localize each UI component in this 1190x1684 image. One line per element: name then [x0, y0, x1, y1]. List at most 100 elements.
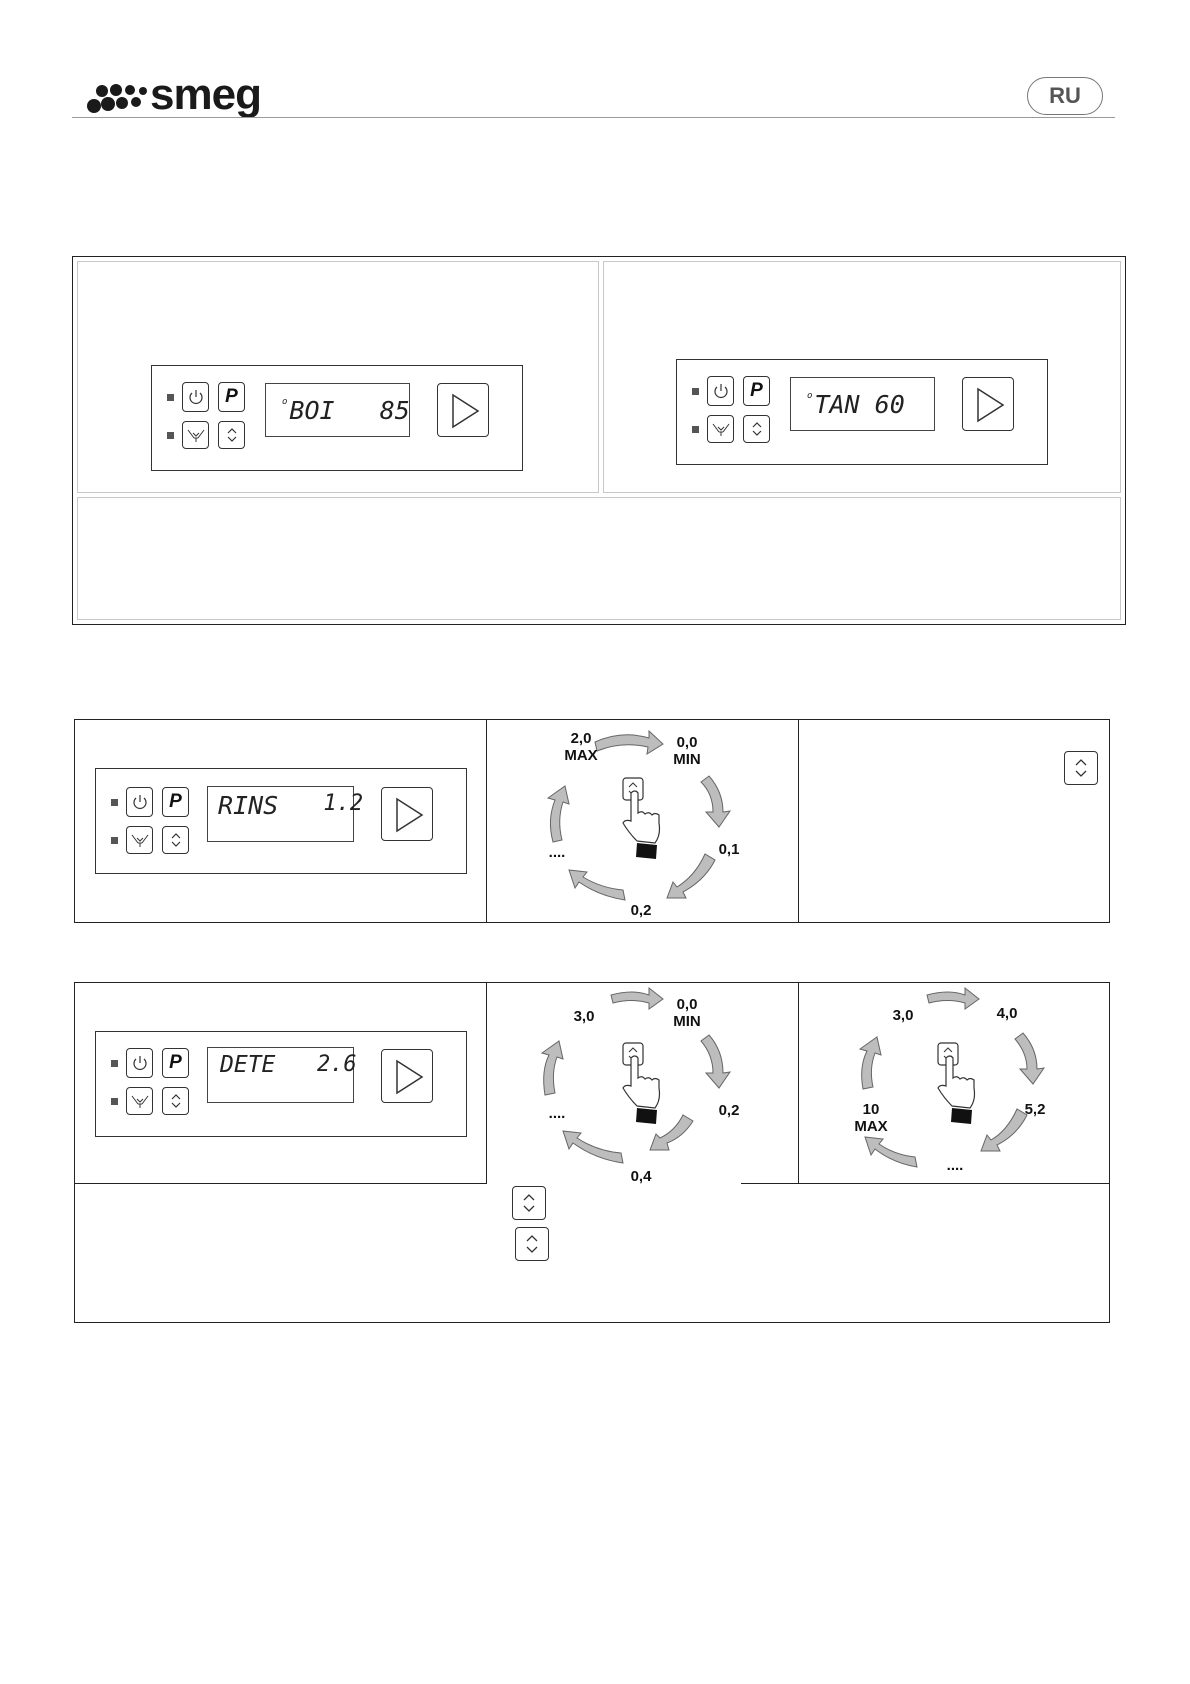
play-icon — [452, 393, 480, 429]
drain-button[interactable] — [126, 1087, 153, 1115]
program-button[interactable]: P — [743, 376, 770, 406]
indicator-led — [111, 1060, 118, 1067]
program-button[interactable]: P — [162, 787, 189, 817]
hand-pointer-icon — [615, 1040, 675, 1135]
display-label: BOI — [289, 395, 335, 425]
power-icon — [132, 1056, 147, 1070]
label-ellipsis: .... — [946, 1157, 964, 1174]
label-start: 3,0 — [573, 1008, 595, 1025]
display-value: 2.6 — [316, 1052, 357, 1077]
detergent-cycle-diagram-2: 3,0 4,0 5,2 .... 10 MAX — [799, 983, 1109, 1183]
power-icon — [188, 390, 203, 404]
brand-name: smeg — [150, 70, 262, 119]
label-step-1: 0,2 — [718, 1102, 740, 1119]
power-button[interactable] — [182, 382, 209, 412]
label-step-2: 0,2 — [630, 902, 652, 919]
drain-button[interactable] — [126, 826, 153, 854]
control-panel-rinse: P RINS 1.2 — [95, 768, 467, 874]
indicator-led — [167, 394, 174, 401]
indicator-led — [167, 432, 174, 439]
display-label: RINS — [218, 791, 279, 820]
display-value: 60 — [874, 389, 905, 419]
label-ellipsis: .... — [548, 1105, 566, 1122]
drain-icon — [712, 423, 729, 436]
detergent-cycle-diagram-1: 3,0 0,0 MIN 0,2 0,4 .... — [487, 983, 741, 1185]
hand-pointer-icon — [615, 775, 675, 870]
up-down-button[interactable] — [218, 421, 245, 449]
control-panel-detergent: P DETE 2.6 — [95, 1031, 467, 1137]
label-min: 0,0 MIN — [673, 734, 701, 768]
label-step-1: 0,1 — [718, 841, 740, 858]
start-button[interactable] — [381, 1049, 433, 1103]
indicator-led — [111, 1098, 118, 1105]
play-icon — [396, 797, 424, 833]
start-button[interactable] — [437, 383, 489, 437]
label-step-1: 4,0 — [996, 1005, 1018, 1022]
up-down-icon — [171, 1094, 180, 1108]
up-down-icon — [1075, 759, 1087, 777]
divider — [798, 982, 799, 1184]
divider — [486, 982, 487, 1184]
lcd-display: DETE 2.6 — [207, 1047, 357, 1103]
up-down-icon — [523, 1194, 535, 1212]
table-temperature — [72, 256, 1126, 625]
up-down-icon — [171, 833, 180, 847]
language-badge: RU — [1027, 77, 1103, 115]
cell-notes — [77, 497, 1121, 620]
indicator-led — [111, 799, 118, 806]
smeg-logo: smeg — [86, 70, 286, 122]
lcd-display: RINS 1.2 — [207, 786, 363, 842]
power-button[interactable] — [126, 787, 153, 817]
up-down-icon — [752, 422, 761, 436]
up-down-key-reference — [1064, 751, 1098, 785]
label-step-2: 0,4 — [630, 1168, 652, 1185]
rinse-cycle-diagram: 2,0 MAX 0,0 MIN 0,1 0,2 .... — [487, 720, 797, 922]
cycle-arrows-icon — [540, 986, 732, 1164]
up-down-icon — [526, 1235, 538, 1253]
up-down-icon — [227, 428, 236, 442]
drain-button[interactable] — [182, 421, 209, 449]
power-icon — [132, 795, 147, 809]
cycle-arrows-icon — [546, 729, 732, 901]
drain-button[interactable] — [707, 415, 734, 443]
degree-icon: o — [282, 397, 288, 407]
divider — [74, 1183, 487, 1184]
label-ellipsis: .... — [548, 844, 566, 861]
program-button[interactable]: P — [218, 382, 245, 412]
display-label: DETE — [220, 1052, 276, 1078]
start-button[interactable] — [381, 787, 433, 841]
divider — [798, 719, 799, 923]
label-start: 3,0 — [892, 1007, 914, 1024]
up-down-button[interactable] — [162, 1087, 189, 1115]
label-min: 0,0 MIN — [673, 996, 701, 1030]
start-button[interactable] — [962, 377, 1014, 431]
drain-icon — [131, 1095, 148, 1108]
up-down-button[interactable] — [743, 415, 770, 443]
cell-tank — [603, 261, 1121, 493]
table-detergent — [74, 982, 1110, 1323]
logo-dots-icon — [87, 84, 147, 113]
divider — [741, 1183, 1110, 1184]
display-value: 85 — [379, 395, 410, 425]
power-button[interactable] — [707, 376, 734, 406]
up-down-button[interactable] — [162, 826, 189, 854]
up-down-key-reference — [515, 1227, 549, 1261]
label-max: 10 MAX — [854, 1101, 888, 1135]
up-down-key-reference — [512, 1186, 546, 1220]
degree-icon: o — [807, 391, 813, 401]
table-rinse — [74, 719, 1110, 923]
divider — [486, 719, 487, 923]
hand-pointer-icon — [930, 1040, 990, 1135]
cycle-arrows-icon — [858, 986, 1046, 1168]
indicator-led — [111, 837, 118, 844]
program-button[interactable]: P — [162, 1048, 189, 1078]
indicator-led — [692, 426, 699, 433]
indicator-led — [692, 388, 699, 395]
drain-icon — [131, 834, 148, 847]
power-button[interactable] — [126, 1048, 153, 1078]
label-step-2: 5,2 — [1024, 1101, 1046, 1118]
